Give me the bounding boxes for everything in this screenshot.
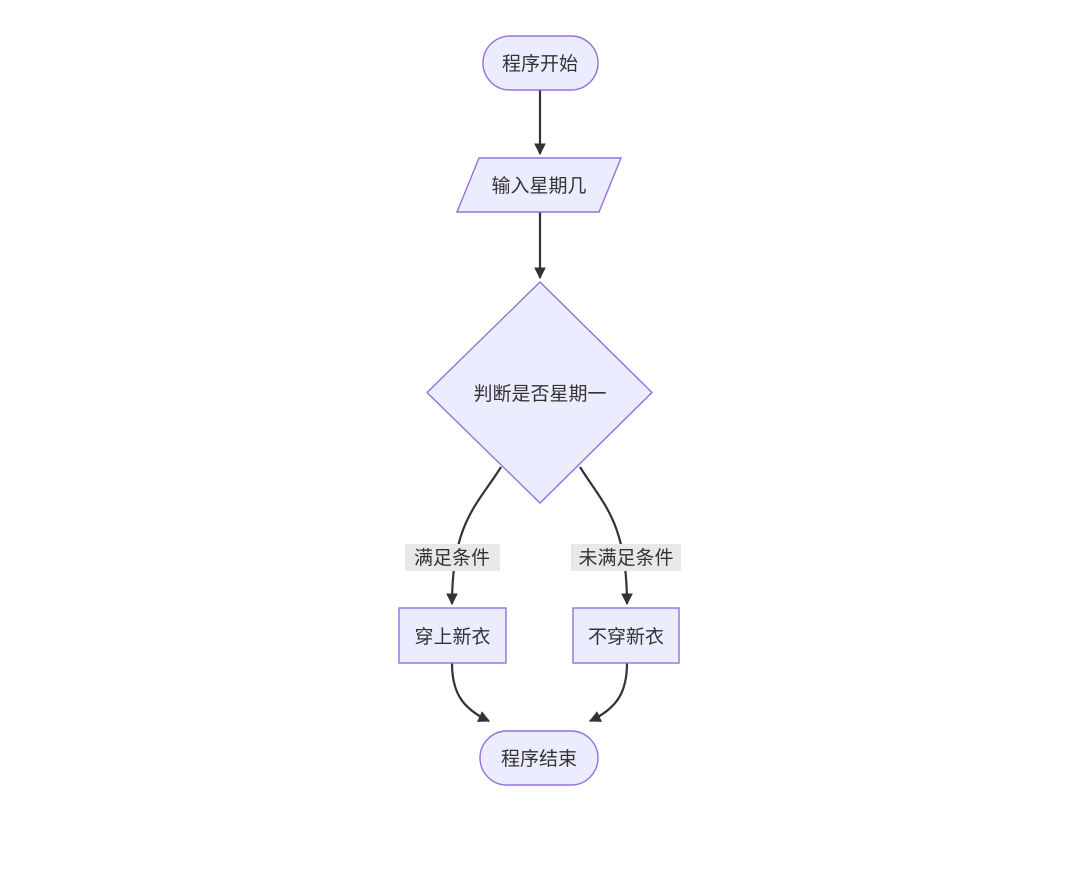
edge-labels: 满足条件 未满足条件 (405, 544, 681, 571)
decision-node: 判断是否星期一 (425, 281, 653, 504)
start-node: 程序开始 (482, 35, 599, 91)
input-node-label: 输入星期几 (491, 175, 586, 197)
edge-label-bg (571, 544, 681, 571)
edge-label-text: 未满足条件 (578, 547, 673, 569)
wear-node: 穿上新衣 (398, 607, 507, 664)
edge-decision-to-nowear (579, 466, 633, 606)
nowear-node-shape (572, 607, 680, 664)
end-node: 程序结束 (479, 730, 599, 786)
end-node-label: 程序结束 (501, 748, 577, 770)
decision-node-shape (425, 281, 653, 504)
start-node-shape (482, 35, 599, 91)
wear-node-shape (398, 607, 507, 664)
edge-decision-to-wear (446, 466, 502, 606)
edge-wear-to-end (450, 662, 491, 722)
end-node-shape (479, 730, 599, 786)
edge-label-condition-met: 满足条件 (405, 544, 500, 571)
input-node: 输入星期几 (455, 157, 623, 213)
start-node-label: 程序开始 (502, 53, 578, 75)
edge-label-text: 满足条件 (414, 547, 490, 569)
wear-node-label: 穿上新衣 (414, 626, 490, 648)
edge-nowear-to-end (588, 662, 629, 722)
nowear-node: 不穿新衣 (572, 607, 680, 664)
decision-node-label: 判断是否星期一 (473, 383, 606, 405)
edges (446, 90, 633, 722)
edge-label-bg (405, 544, 500, 571)
nodes: 程序开始 输入星期几 判断是否星期一 穿上新衣 不穿新衣 程序结束 (398, 35, 680, 786)
nowear-node-label: 不穿新衣 (588, 626, 664, 648)
input-node-shape (455, 157, 623, 213)
edge-label-condition-not-met: 未满足条件 (571, 544, 681, 571)
